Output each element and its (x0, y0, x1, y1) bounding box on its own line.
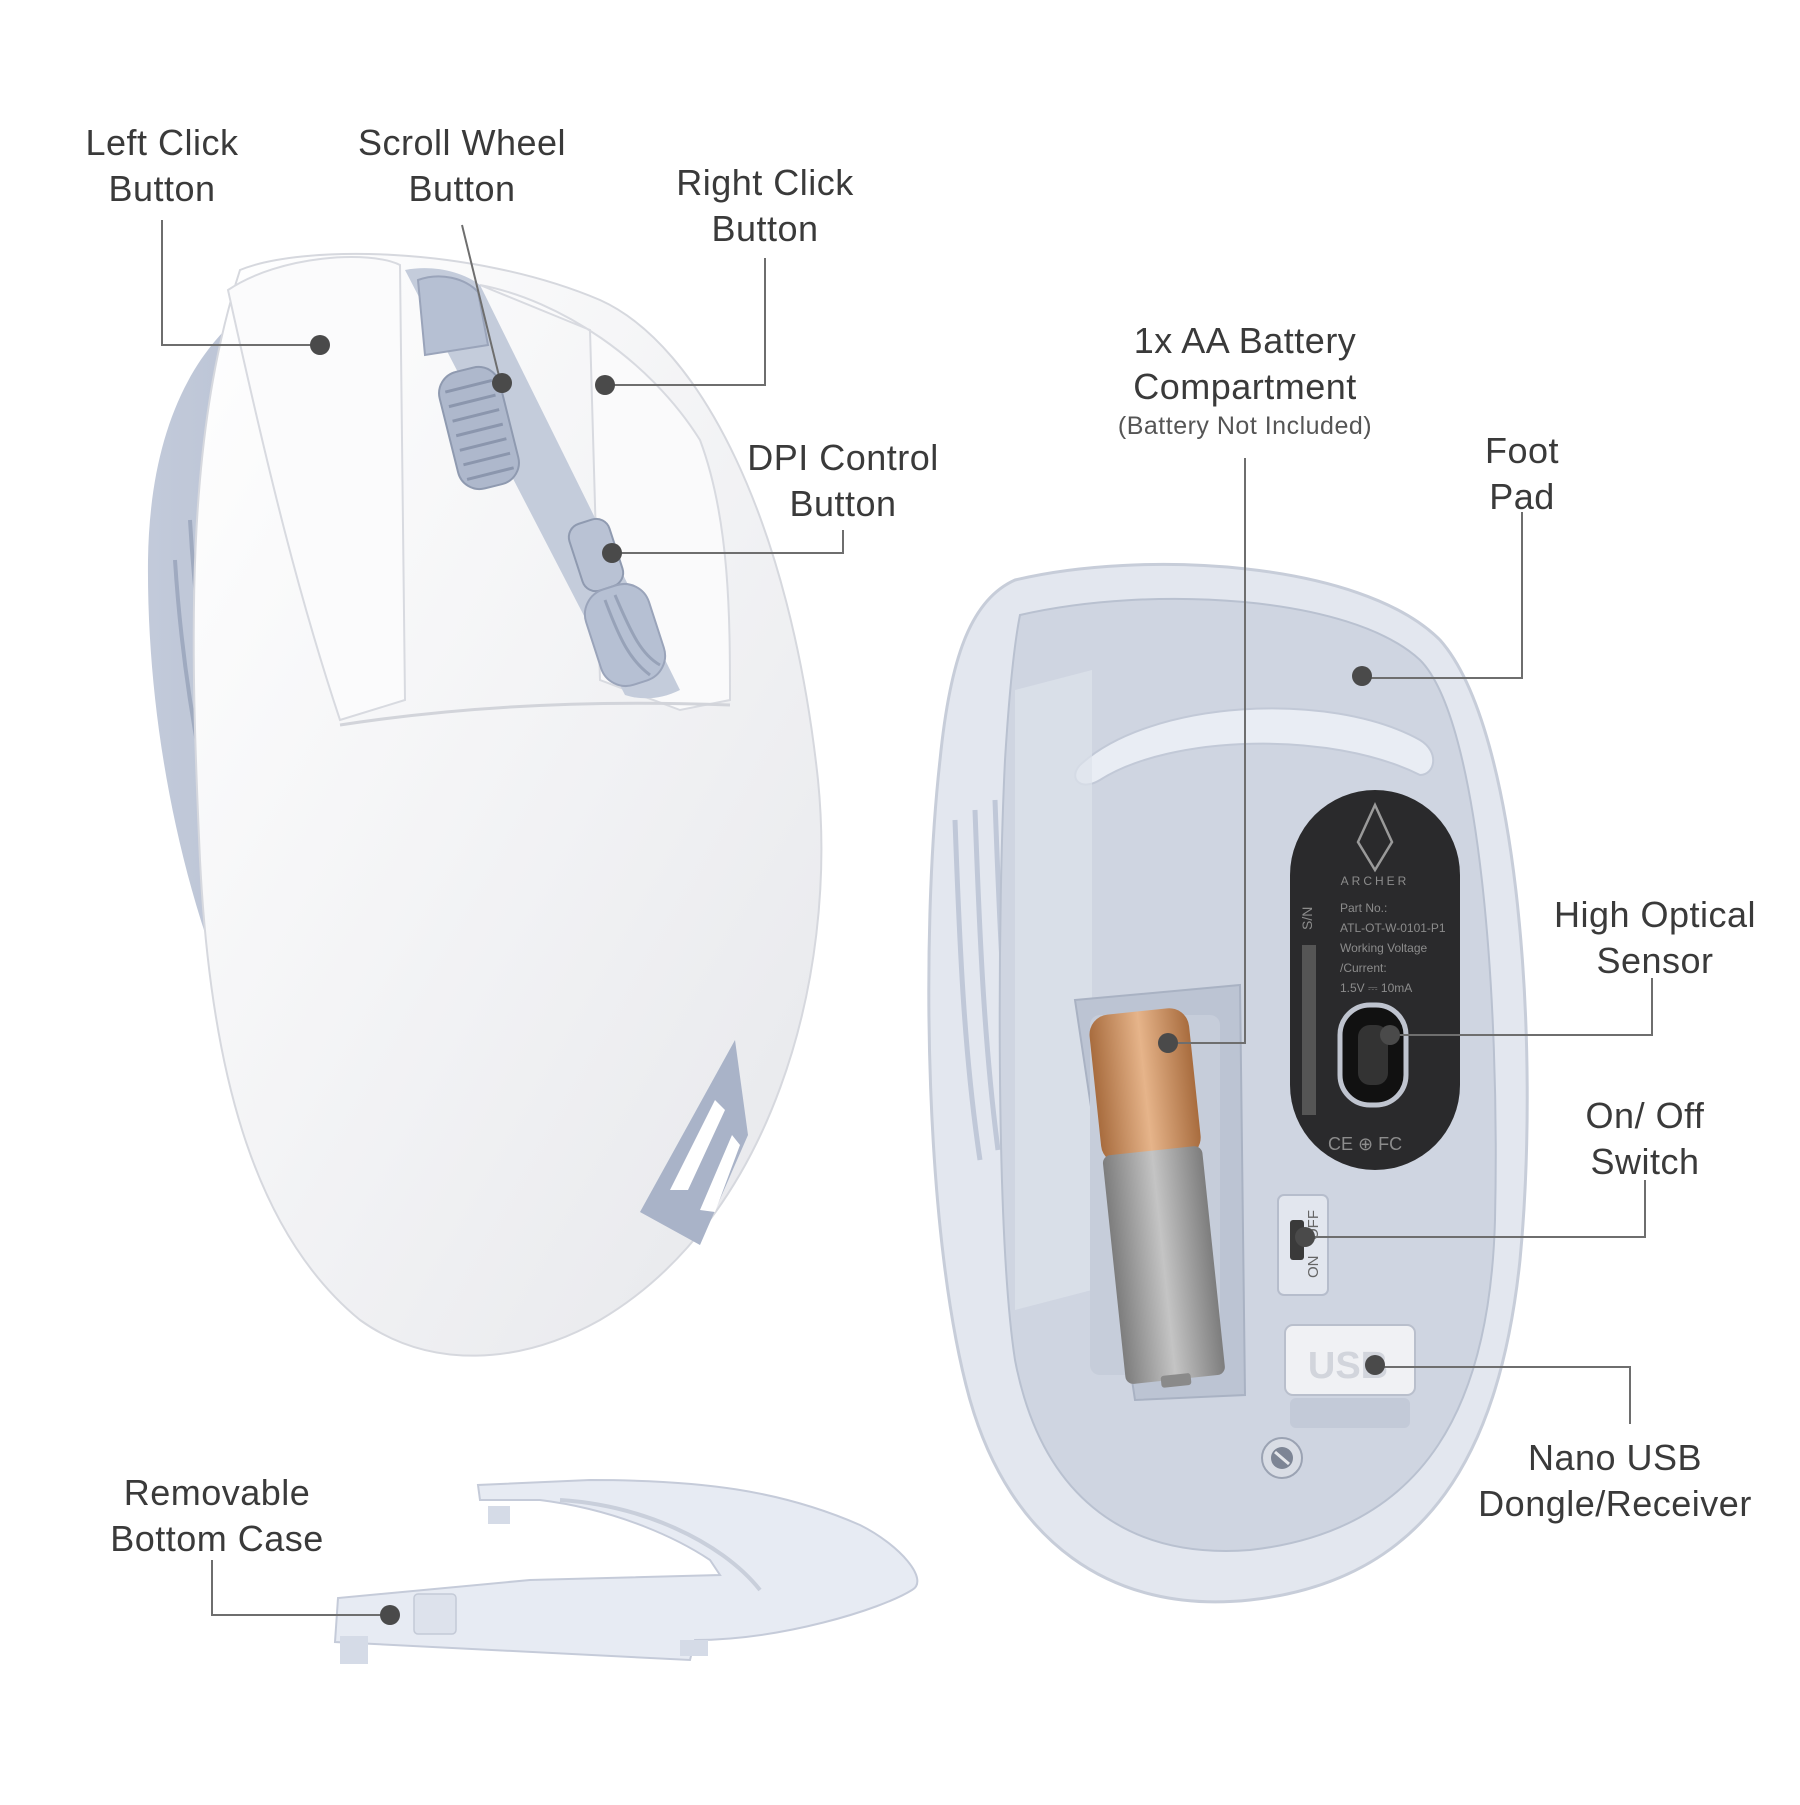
label-usb-line2: Dongle/Receiver (1478, 1483, 1752, 1524)
callout-dot-sensor (1380, 1025, 1400, 1045)
bottom-case-tab-top (488, 1506, 510, 1524)
label-right-click-line2: Button (711, 208, 819, 249)
plate-barcode (1302, 945, 1316, 1115)
callout-line-sensor (1392, 978, 1653, 1036)
foot-pad-shape (1074, 707, 1435, 786)
label-usb-line1: Nano USB (1527, 1437, 1703, 1478)
callout-line-foot-pad (1362, 512, 1523, 679)
label-usb: Nano USB Dongle/Receiver (1450, 1435, 1780, 1527)
label-left-click-line2: Button (108, 168, 216, 209)
label-battery: 1x AA Battery Compartment (Battery Not I… (1085, 318, 1405, 442)
bottom-case-tab-right (680, 1640, 708, 1656)
callout-line-right-click (605, 258, 766, 386)
callout-line-usb (1375, 1366, 1631, 1424)
bottom-case-groove (559, 1498, 762, 1592)
label-left-click-line1: Left Click (85, 122, 239, 163)
plate-voltage-label: Working Voltage (1340, 941, 1427, 955)
bottom-case-tab-left (340, 1636, 368, 1664)
label-left-click: Left Click Button (52, 120, 272, 212)
plate-rating: 1.5V ⎓ 10mA (1340, 981, 1412, 995)
callout-line-battery (1170, 458, 1246, 1044)
switch-on-label: ON (1305, 1256, 1322, 1279)
label-dpi-line1: DPI Control (747, 437, 939, 478)
plate-sn: S/N (1299, 907, 1315, 930)
upper-rib-pad (416, 275, 490, 357)
plate-certs: CE ⊕ FC (1328, 1134, 1402, 1154)
label-switch-line2: Switch (1590, 1141, 1700, 1182)
callout-lines (161, 220, 1653, 1625)
label-foot-pad: Foot Pad (1432, 428, 1612, 520)
scroll-wheel (438, 365, 520, 491)
lower-rib-pad (583, 583, 667, 687)
mouse-top-view (147, 252, 823, 1357)
callout-dot-battery (1158, 1033, 1178, 1053)
label-switch-line1: On/ Off (1585, 1095, 1705, 1136)
label-plate: ARCHER Part No.: ATL-OT-W-0101-P1 Workin… (1290, 790, 1460, 1170)
label-right-click-line1: Right Click (676, 162, 854, 203)
label-scroll-wheel-line1: Scroll Wheel (357, 122, 567, 163)
removable-bottom-case (333, 1478, 919, 1664)
plate-part-code: ATL-OT-W-0101-P1 (1340, 921, 1446, 935)
callout-line-scroll (461, 224, 501, 381)
label-bottom-case-line2: Bottom Case (110, 1518, 324, 1559)
optical-sensor-lens (1358, 1025, 1388, 1085)
label-bottom-case: Removable Bottom Case (92, 1470, 342, 1562)
label-battery-line2: Compartment (1133, 366, 1357, 407)
label-bottom-case-line1: Removable (123, 1472, 311, 1513)
plate-current-label: /Current: (1340, 961, 1387, 975)
mouse-bottom-view: ARCHER Part No.: ATL-OT-W-0101-P1 Workin… (927, 562, 1529, 1604)
callout-dot-scroll (492, 373, 512, 393)
label-switch: On/ Off Switch (1535, 1093, 1755, 1185)
callout-dot-left-click (310, 335, 330, 355)
callout-dot-switch (1295, 1227, 1315, 1247)
bottom-case-latch (413, 1593, 457, 1635)
usb-slot (1290, 1398, 1410, 1428)
cover-rail (1015, 670, 1092, 1310)
label-battery-note: (Battery Not Included) (1117, 412, 1373, 440)
left-click-button-shape (226, 256, 407, 722)
bottom-case-shape (333, 1478, 919, 1662)
screw-icon (1261, 1437, 1303, 1479)
archer-logo-icon (1356, 802, 1394, 873)
callout-dot-usb (1365, 1355, 1385, 1375)
callout-dot-foot-pad (1352, 666, 1372, 686)
label-scroll-wheel-line2: Button (408, 168, 516, 209)
button-seam (339, 701, 731, 727)
callout-dot-dpi (602, 543, 622, 563)
label-sensor: High Optical Sensor (1525, 892, 1785, 984)
plate-brand: ARCHER (1341, 874, 1410, 888)
right-click-button-shape (479, 284, 732, 712)
callout-line-bottom-case (211, 1560, 390, 1616)
label-dpi-line2: Button (789, 483, 897, 524)
callout-dot-bottom-case (380, 1605, 400, 1625)
label-foot-pad-line2: Pad (1489, 476, 1555, 517)
label-scroll-wheel: Scroll Wheel Button (332, 120, 592, 212)
brand-logo-icon (640, 1040, 748, 1245)
label-foot-pad-line1: Foot (1484, 430, 1560, 471)
plate-part-no: Part No.: (1340, 901, 1387, 915)
label-sensor-line2: Sensor (1596, 940, 1714, 981)
label-right-click: Right Click Button (645, 160, 885, 252)
callout-line-left-click (161, 220, 320, 346)
callout-line-dpi (612, 530, 844, 554)
callout-dot-right-click (595, 375, 615, 395)
label-battery-line1: 1x AA Battery (1133, 320, 1357, 361)
label-sensor-line1: High Optical (1553, 894, 1757, 935)
callout-line-switch (1308, 1180, 1646, 1238)
label-dpi: DPI Control Button (723, 435, 963, 527)
usb-dongle: USB (1284, 1324, 1416, 1428)
